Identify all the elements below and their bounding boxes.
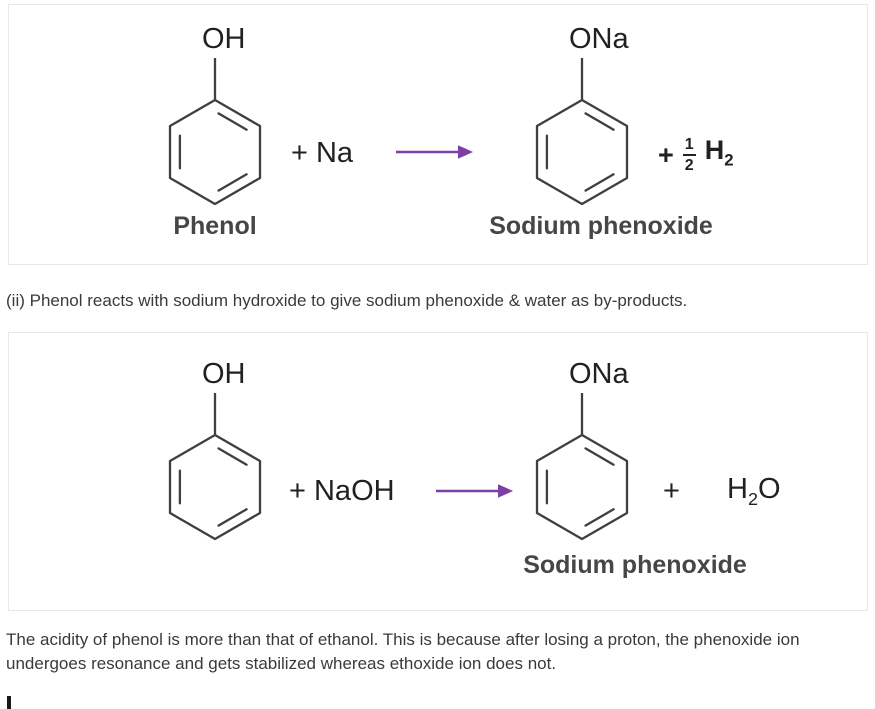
reagent-naoh: + NaOH — [289, 475, 395, 507]
substituent-label-ona: ONa — [569, 23, 629, 55]
benzene-ring — [168, 393, 262, 541]
phenol-molecule-2: OH — [165, 357, 265, 543]
benzene-ring — [168, 58, 262, 206]
reaction-arrow — [436, 484, 513, 498]
sodium-phenoxide-molecule-2: ONa — [532, 357, 632, 543]
acidity-explanation-text: The acidity of phenol is more than that … — [6, 630, 800, 673]
substituent-label-oh: OH — [202, 23, 246, 55]
reaction-card-2 — [8, 332, 868, 611]
benzene-ring — [535, 58, 629, 206]
phenol-name-label: Phenol — [173, 212, 257, 240]
subscript: 2 — [724, 150, 734, 170]
sodium-phenoxide-name-label: Sodium phenoxide — [489, 212, 713, 240]
subscript: 2 — [747, 488, 758, 509]
reaction-description-text: (ii) Phenol reacts with sodium hydroxide… — [6, 291, 688, 310]
substituent-label-oh: OH — [202, 358, 246, 390]
benzene-ring — [535, 393, 629, 541]
sodium-phenoxide-name-label: Sodium phenoxide — [523, 551, 747, 579]
cutoff-element-below — [7, 696, 11, 709]
reagent-na: + Na — [291, 137, 354, 169]
h2o-formula: H2O — [727, 473, 781, 509]
sodium-phenoxide-molecule: ONa — [532, 22, 632, 208]
reaction-arrow — [396, 145, 473, 159]
substituent-label-ona: ONa — [569, 358, 629, 390]
reaction-card-1 — [8, 4, 868, 265]
phenol-molecule: OH — [165, 22, 265, 208]
plus-sign: + — [658, 140, 674, 171]
h2-formula: H2 — [704, 135, 734, 170]
plus-sign: + — [663, 475, 680, 507]
